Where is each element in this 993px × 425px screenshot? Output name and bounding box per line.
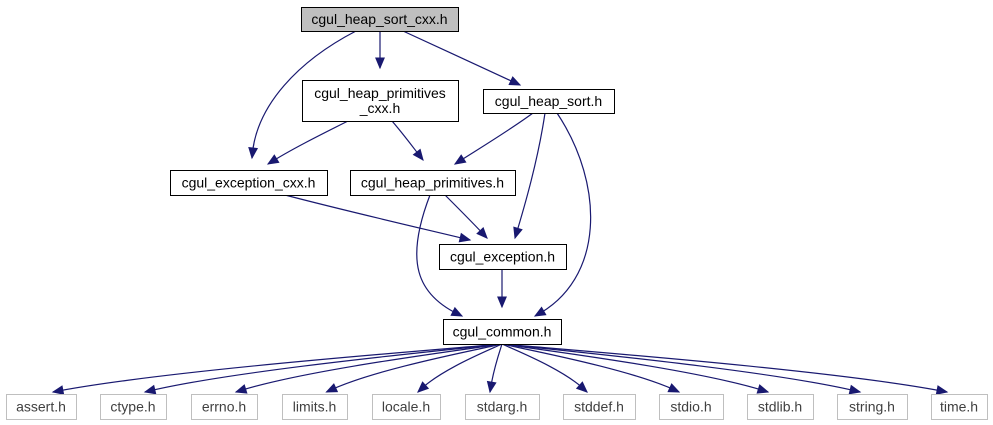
edge-common-to-locale-arrowhead (417, 381, 430, 393)
edge-common-to-stdarg-arrowhead (486, 380, 497, 394)
node-label: errno.h (202, 399, 246, 415)
node-ctype[interactable]: ctype.h (100, 394, 167, 420)
node-string[interactable]: string.h (837, 394, 908, 420)
edge-prim-to-common-arrowhead (450, 306, 464, 317)
node-box (443, 319, 562, 345)
edge-prim-to-common (416, 194, 463, 317)
edge-common-to-time (501, 343, 948, 393)
node-stddef[interactable]: stddef.h (563, 394, 636, 420)
node-box (372, 394, 441, 420)
edge-common-to-ctype-arrowhead (143, 384, 157, 395)
node-box (301, 7, 459, 32)
edge-common-to-assert-arrowhead (51, 385, 65, 395)
node-limits[interactable]: limits.h (282, 394, 348, 420)
node-label: stddef.h (574, 399, 624, 415)
edge-root-to-heap_sort-arrowhead (508, 76, 522, 86)
edge-prim_cxx-to-exc_cxx (267, 120, 349, 165)
edge-common-to-stddef-arrowhead (575, 381, 588, 393)
node-label: assert.h (16, 399, 66, 415)
node-prim-cxx[interactable]: cgul_heap_primitives_cxx.h (302, 80, 459, 122)
node-box (170, 170, 328, 196)
node-label: ctype.h (110, 399, 155, 415)
edge-exc_cxx-to-exc (284, 194, 471, 241)
node-label: stdlib.h (758, 399, 802, 415)
node-label: limits.h (293, 399, 337, 415)
edge-heap_sort-to-exc (514, 112, 546, 239)
node-time[interactable]: time.h (931, 394, 988, 420)
edges-layer (51, 30, 949, 395)
node-box (191, 394, 258, 420)
edge-heap_sort-to-prim (454, 112, 534, 165)
node-label: string.h (849, 399, 895, 415)
edge-common-to-string-arrowhead (848, 384, 862, 395)
node-prim[interactable]: cgul_heap_primitives.h (350, 170, 516, 196)
node-label: stdio.h (670, 399, 711, 415)
node-assert[interactable]: assert.h (6, 394, 77, 420)
node-common[interactable]: cgul_common.h (443, 319, 562, 345)
edge-heap_sort-to-exc-arrowhead (513, 226, 523, 240)
node-stdlib[interactable]: stdlib.h (747, 394, 814, 420)
node-label: stdarg.h (477, 399, 528, 415)
node-stdarg[interactable]: stdarg.h (465, 394, 540, 420)
edge-heap_sort-to-prim-arrowhead (453, 154, 467, 165)
edge-root-to-prim_cxx-arrowhead (375, 57, 385, 70)
edge-common-to-stdlib (501, 343, 769, 393)
edge-common-to-time-arrowhead (935, 385, 949, 395)
edge-common-to-stdlib-arrowhead (756, 384, 770, 394)
node-label: cgul_exception_cxx.h (182, 175, 316, 191)
node-label: time.h (940, 399, 978, 415)
node-locale[interactable]: locale.h (372, 394, 441, 420)
node-label: cgul_heap_sort_cxx.h (311, 11, 447, 27)
edge-prim_cxx-to-prim-arrowhead (412, 148, 424, 162)
node-box (439, 244, 567, 270)
edge-prim_cxx-to-exc_cxx-arrowhead (266, 154, 280, 165)
edge-common-to-assert (52, 343, 503, 393)
node-box (6, 394, 77, 420)
node-label: cgul_heap_sort.h (495, 93, 602, 109)
edge-prim-to-exc-arrowhead (476, 226, 488, 239)
node-exc-cxx[interactable]: cgul_exception_cxx.h (170, 170, 328, 196)
node-exc[interactable]: cgul_exception.h (439, 244, 567, 270)
node-root[interactable]: cgul_heap_sort_cxx.h (301, 7, 459, 32)
node-errno[interactable]: errno.h (191, 394, 258, 420)
node-box (931, 394, 988, 420)
edge-heap_sort-to-common (534, 112, 592, 317)
node-box (563, 394, 636, 420)
node-box (483, 89, 615, 114)
node-box (465, 394, 540, 420)
edge-common-to-stdio-arrowhead (667, 383, 681, 393)
node-label: _cxx.h (359, 100, 400, 116)
edge-common-to-limits (326, 343, 503, 393)
node-box (659, 394, 724, 420)
edge-common-to-errno-arrowhead (234, 384, 248, 394)
nodes-layer: cgul_heap_sort_cxx.h cgul_heap_primitives… (6, 7, 988, 420)
node-box (350, 170, 516, 196)
edge-exc-to-common-arrowhead (497, 296, 507, 309)
edge-root-to-heap_sort (402, 30, 521, 86)
node-label: cgul_heap_primitives.h (361, 175, 504, 191)
node-label: cgul_heap_primitives (314, 85, 446, 101)
node-box (100, 394, 167, 420)
node-stdio[interactable]: stdio.h (659, 394, 724, 420)
node-box (282, 394, 348, 420)
edge-common-to-errno (235, 343, 503, 393)
edge-common-to-stdio (501, 343, 680, 393)
edge-root-to-exc_cxx (251, 30, 357, 159)
edge-root-to-exc_cxx-arrowhead (248, 147, 259, 160)
node-label: cgul_common.h (453, 324, 552, 340)
edge-heap_sort-to-common-arrowhead (533, 306, 547, 317)
node-box (302, 80, 459, 122)
edge-exc_cxx-to-exc-arrowhead (458, 232, 472, 243)
edge-common-to-string (501, 343, 861, 393)
node-heap-sort[interactable]: cgul_heap_sort.h (483, 89, 615, 114)
node-box (837, 394, 908, 420)
edge-common-to-ctype (144, 343, 503, 393)
node-label: cgul_exception.h (450, 249, 555, 265)
node-label: locale.h (382, 399, 430, 415)
node-box (747, 394, 814, 420)
edge-common-to-limits-arrowhead (325, 383, 339, 393)
